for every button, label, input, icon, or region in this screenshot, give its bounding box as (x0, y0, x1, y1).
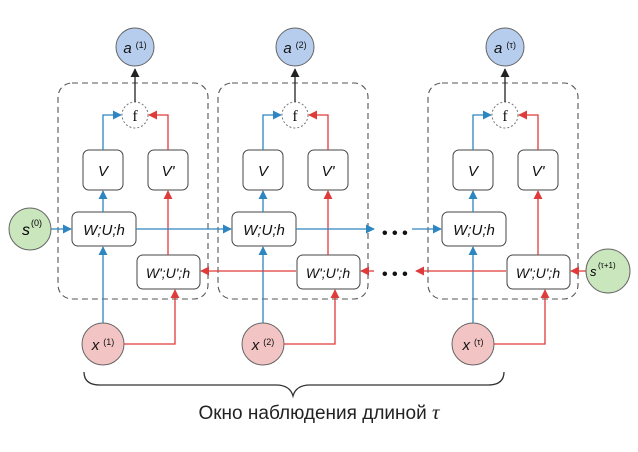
caption-text: Окно наблюдения длиной (198, 403, 427, 424)
output-label: a(1) (123, 40, 146, 57)
window-brace (83, 371, 505, 399)
time-step-block-2: a(2) fV V' W;U;hW';U';h x(2) (217, 27, 369, 366)
block-frame (217, 82, 369, 300)
final-state-sup: (τ+1) (598, 261, 616, 270)
ellipsis-backward: • • • (382, 266, 408, 283)
time-step-block-1: a(1) fV V' W;U;hW';U';h x(1) (57, 27, 209, 366)
final-state-node: s (τ+1) (585, 248, 631, 294)
v-to-combine-arrow (472, 110, 492, 150)
backward-cell-label: W';U';h (516, 265, 560, 281)
block-frame (427, 82, 579, 300)
input-label: x(2) (251, 337, 275, 354)
v-label: V (98, 163, 110, 180)
input-to-backward-arrow (124, 289, 180, 345)
forward-cell-label: W;U;h (83, 222, 125, 239)
v-prime-label: V' (322, 163, 336, 180)
v-label: V (468, 163, 480, 180)
output-node (115, 27, 155, 67)
initial-state-base: s (22, 222, 30, 239)
output-node (485, 27, 525, 67)
output-label: a(2) (283, 40, 306, 57)
v-to-combine-arrow (102, 110, 122, 150)
forward-cell-label: W;U;h (243, 222, 285, 239)
caption-symbol: τ (431, 400, 440, 424)
time-step-block-3: a(τ) fV V' W;U;hW';U';h x(τ) (427, 27, 579, 366)
final-state-base: s (590, 264, 597, 279)
input-label: x(1) (91, 337, 115, 354)
v-label: V (258, 163, 270, 180)
backward-cell-label: W';U';h (306, 265, 350, 281)
block-frame (57, 82, 209, 300)
input-to-backward-arrow (494, 289, 550, 345)
combine-label: f (502, 108, 508, 125)
v-prime-label: V' (532, 163, 546, 180)
window-caption: Окно наблюдения длиной τ (0, 400, 638, 425)
initial-state-sup: (0) (31, 218, 42, 228)
input-to-backward-arrow (284, 289, 340, 345)
ellipsis-forward: • • • (382, 225, 408, 242)
forward-cell-label: W;U;h (453, 222, 495, 239)
vprime-to-combine-arrow (308, 110, 329, 150)
backward-cell-label: W';U';h (146, 265, 190, 281)
initial-state-node: s (0) (8, 207, 52, 251)
forward-cell (441, 211, 507, 247)
output-label: a(τ) (494, 40, 516, 57)
combine-label: f (292, 108, 298, 125)
input-label: x(τ) (461, 337, 483, 354)
combine-label: f (132, 108, 138, 125)
vprime-to-combine-arrow (518, 110, 539, 150)
output-node (275, 27, 315, 67)
v-to-combine-arrow (262, 110, 282, 150)
v-prime-label: V' (162, 163, 176, 180)
vprime-to-combine-arrow (148, 110, 169, 150)
